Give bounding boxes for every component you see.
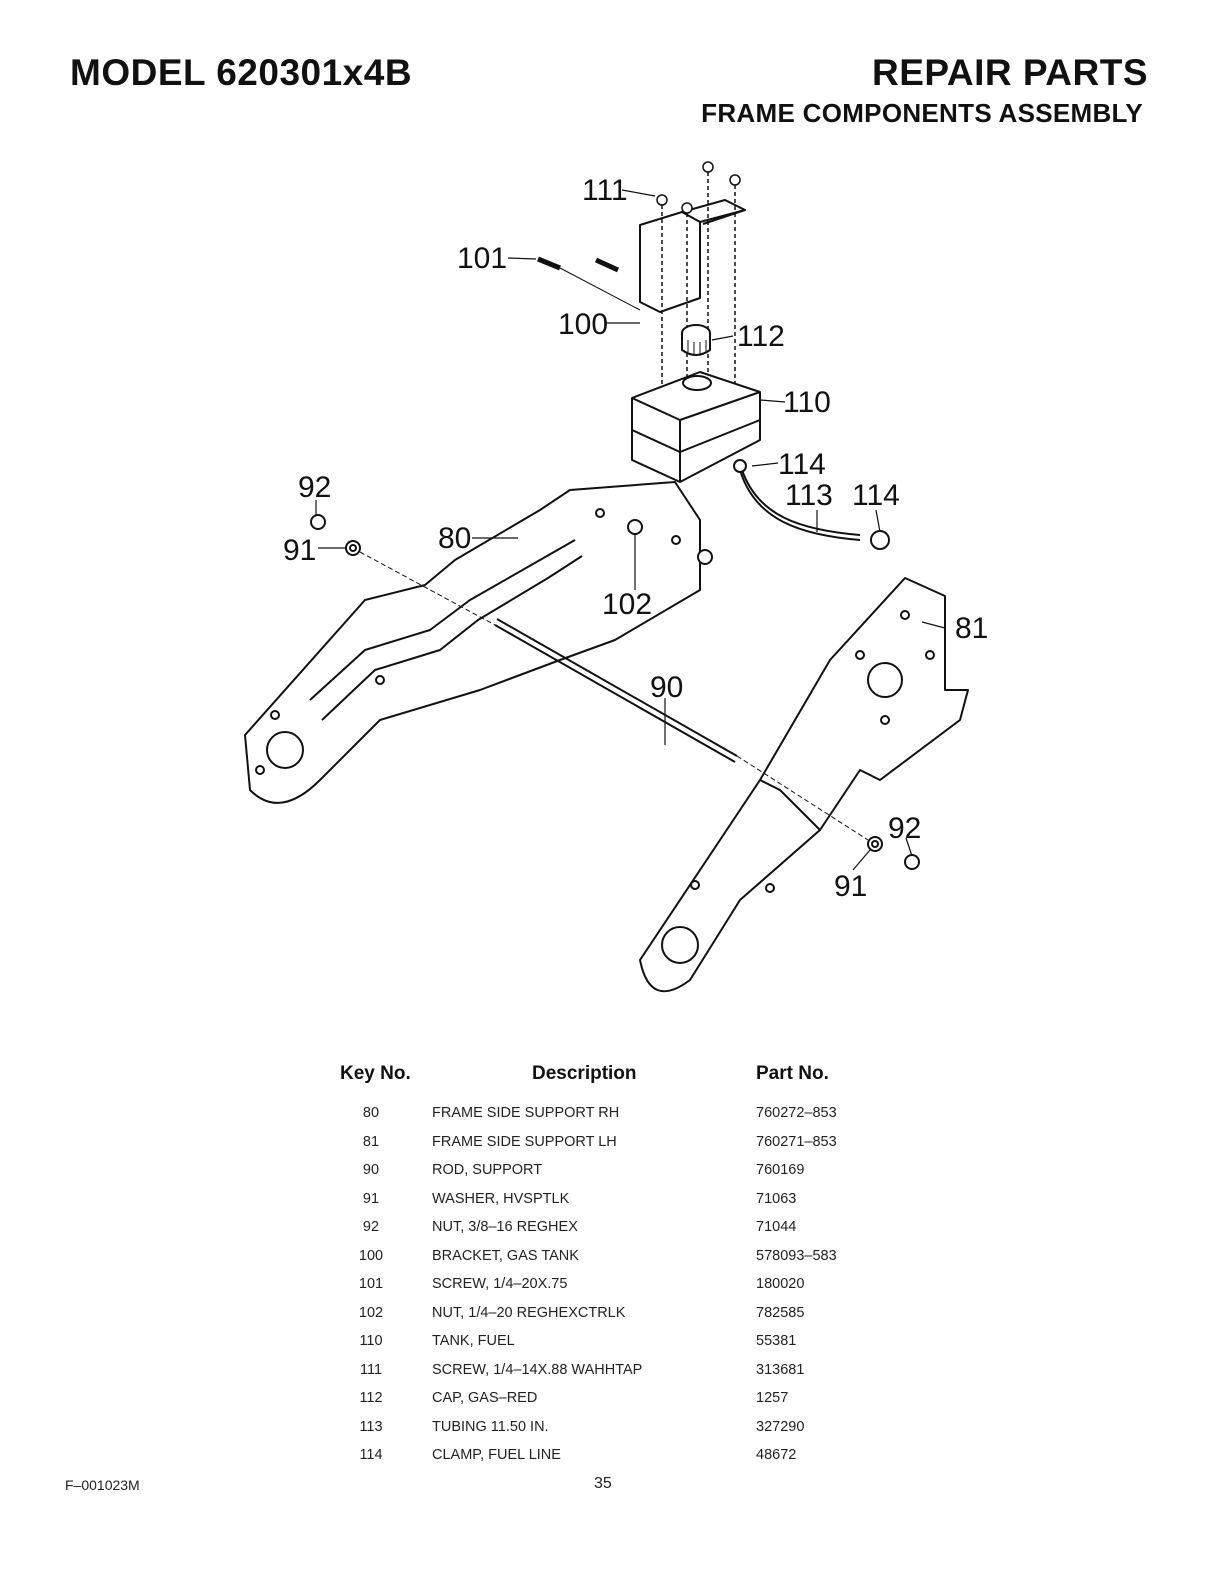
screw-111-group — [656, 161, 741, 410]
gas-cap — [681, 324, 711, 356]
callout-92-left: 92 — [298, 471, 331, 504]
parts-table-body: 80 FRAME SIDE SUPPORT RH 760272–853 81 FRAM… — [0, 1105, 1211, 1476]
key-cell: 102 — [358, 1304, 384, 1321]
key-cell: 90 — [362, 1162, 380, 1178]
leader-lines — [315, 189, 946, 871]
table-row: 112 CAP, GAS–RED 1257 — [0, 1390, 1211, 1419]
key-cell: 80 — [362, 1105, 380, 1121]
callout-90: 90 — [650, 671, 683, 704]
page-number: 35 — [594, 1475, 612, 1492]
table-row: 110 TANK, FUEL 55381 — [0, 1333, 1211, 1362]
callout-labels: 111 101 100 112 110 114 113 114 92 91 80… — [283, 174, 988, 903]
nut-102-group — [627, 519, 713, 565]
description-cell: SCREW, 1/4–20X.75 — [432, 1276, 568, 1292]
description-cell: TUBING 11.50 IN. — [432, 1418, 549, 1435]
screw-101-group — [537, 256, 641, 311]
key-cell: 110 — [359, 1333, 383, 1349]
assembly-subtitle: FRAME COMPONENTS ASSEMBLY — [701, 98, 1143, 128]
repair-parts-title: REPAIR PARTS — [872, 52, 1148, 93]
table-header-description: Description — [532, 1063, 637, 1084]
part-cell: 180020 — [756, 1276, 805, 1292]
callout-101: 101 — [457, 242, 507, 275]
key-cell: 92 — [362, 1219, 380, 1235]
description-cell: CLAMP, FUEL LINE — [432, 1447, 561, 1463]
part-cell: 760271–853 — [756, 1133, 837, 1150]
table-row: 102 NUT, 1/4–20 REGHEXCTRLK 782585 — [0, 1305, 1211, 1334]
description-cell: FRAME SIDE SUPPORT RH — [432, 1105, 620, 1121]
table-row: 114 CLAMP, FUEL LINE 48672 — [0, 1447, 1211, 1476]
key-cell: 81 — [362, 1133, 380, 1150]
part-cell: 71044 — [756, 1219, 797, 1235]
callout-114-top: 114 — [778, 448, 826, 481]
part-cell: 71063 — [756, 1190, 797, 1207]
table-row: 111 SCREW, 1/4–14X.88 WAHHTAP 313681 — [0, 1362, 1211, 1391]
callout-92-right: 92 — [888, 812, 921, 845]
part-cell: 1257 — [756, 1390, 789, 1406]
table-row: 100 BRACKET, GAS TANK 578093–583 — [0, 1248, 1211, 1277]
callout-114-right: 114 — [852, 479, 900, 512]
key-cell: 100 — [358, 1247, 384, 1264]
description-cell: WASHER, HVSPTLK — [432, 1190, 570, 1207]
table-row: 80 FRAME SIDE SUPPORT RH 760272–853 — [0, 1105, 1211, 1134]
callout-91-left: 91 — [283, 534, 316, 567]
table-header-part: Part No. — [756, 1063, 829, 1084]
callout-100: 100 — [558, 308, 608, 341]
table-row: 91 WASHER, HVSPTLK 71063 — [0, 1191, 1211, 1220]
part-cell: 760169 — [756, 1162, 805, 1178]
key-cell: 114 — [359, 1447, 383, 1463]
callout-111: 111 — [582, 174, 628, 207]
part-cell: 55381 — [756, 1333, 797, 1349]
model-title: MODEL 620301x4B — [70, 52, 413, 93]
table-row: 90 ROD, SUPPORT 760169 — [0, 1162, 1211, 1191]
key-cell: 112 — [359, 1390, 383, 1406]
fuel-tank — [631, 371, 761, 483]
part-cell: 760272–853 — [756, 1105, 837, 1121]
description-cell: CAP, GAS–RED — [432, 1390, 538, 1406]
part-cell: 313681 — [756, 1361, 805, 1378]
part-cell: 327290 — [756, 1418, 805, 1435]
part-cell: 48672 — [756, 1447, 797, 1463]
description-cell: TANK, FUEL — [432, 1333, 515, 1349]
key-cell: 101 — [358, 1276, 384, 1292]
key-cell: 113 — [359, 1418, 383, 1435]
table-header-key: Key No. — [340, 1063, 411, 1084]
callout-81: 81 — [955, 612, 988, 645]
support-rod — [494, 618, 738, 763]
table-row: 81 FRAME SIDE SUPPORT LH 760271–853 — [0, 1134, 1211, 1163]
callout-91-right: 91 — [834, 870, 867, 903]
callout-80: 80 — [438, 522, 471, 555]
key-cell: 111 — [359, 1361, 383, 1378]
callout-113: 113 — [785, 479, 833, 512]
table-row: 92 NUT, 3/8–16 REGHEX 71044 — [0, 1219, 1211, 1248]
table-row: 101 SCREW, 1/4–20X.75 180020 — [0, 1276, 1211, 1305]
table-row: 113 TUBING 11.50 IN. 327290 — [0, 1419, 1211, 1448]
description-cell: NUT, 3/8–16 REGHEX — [432, 1219, 578, 1235]
callout-112: 112 — [737, 320, 785, 353]
form-code: F–001023M — [65, 1477, 140, 1493]
part-cell: 578093–583 — [756, 1247, 837, 1264]
exploded-parts-diagram: 111 101 100 112 110 114 113 114 92 91 80… — [244, 161, 988, 993]
callout-110: 110 — [783, 386, 831, 419]
description-cell: ROD, SUPPORT — [432, 1162, 543, 1178]
callout-102: 102 — [602, 588, 652, 621]
frame-side-support-rh — [244, 481, 701, 804]
description-cell: BRACKET, GAS TANK — [432, 1247, 579, 1264]
gas-tank-bracket — [639, 199, 746, 313]
frame-side-support-lh — [639, 577, 969, 993]
description-cell: FRAME SIDE SUPPORT LH — [432, 1133, 617, 1150]
part-cell: 782585 — [756, 1304, 805, 1321]
description-cell: NUT, 1/4–20 REGHEXCTRLK — [432, 1304, 626, 1321]
fuel-tubing — [733, 459, 890, 550]
key-cell: 91 — [362, 1190, 380, 1207]
description-cell: SCREW, 1/4–14X.88 WAHHTAP — [432, 1361, 643, 1378]
